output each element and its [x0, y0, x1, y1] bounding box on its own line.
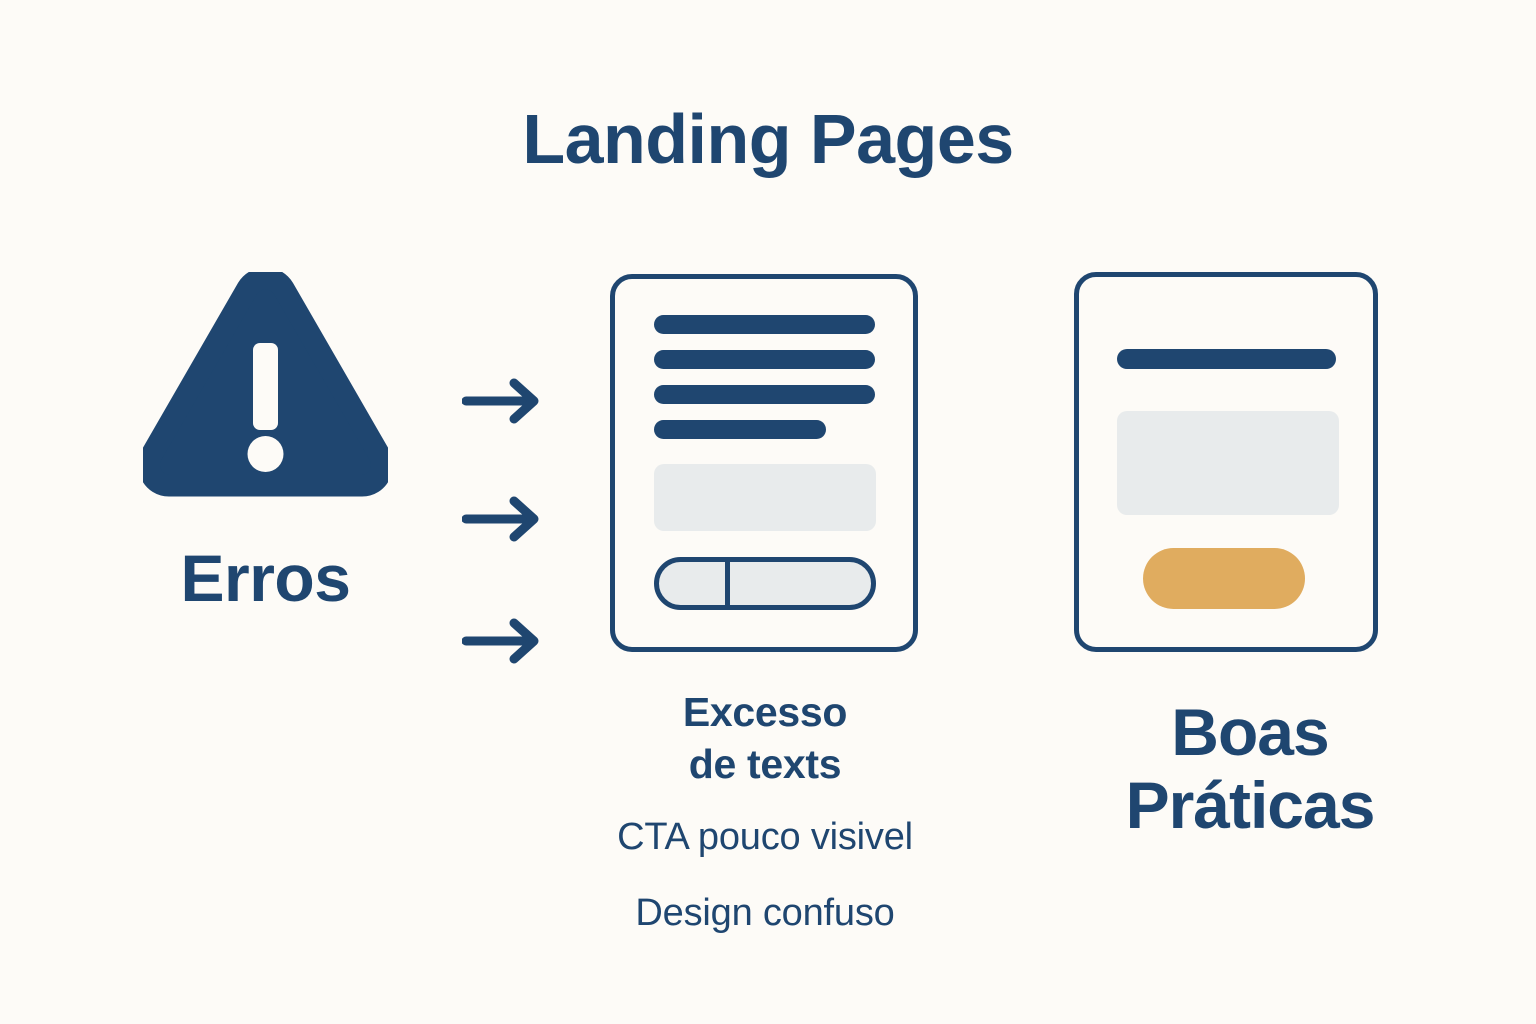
headline-bar — [1117, 349, 1336, 369]
errors-label: Erros — [180, 541, 351, 615]
content-placeholder-block — [1117, 411, 1339, 515]
bad-landing-page-mockup — [610, 274, 918, 652]
cta-segment-right[interactable] — [730, 562, 871, 605]
arrow-right-3-icon — [462, 618, 539, 664]
bad-example-issue-list: CTA pouco visivel Design confuso — [530, 818, 1000, 932]
content-placeholder-block — [654, 464, 876, 531]
bad-caption-line-1: Excesso — [682, 689, 848, 735]
text-bar — [654, 315, 875, 334]
good-caption-line-1: Boas — [1171, 695, 1329, 769]
issue-item-cta: CTA pouco visivel — [617, 816, 913, 858]
warning-triangle-icon — [143, 272, 388, 497]
text-bar — [654, 385, 875, 404]
text-bar — [654, 420, 826, 439]
arrow-right-2-icon — [462, 496, 539, 542]
text-bar — [654, 350, 875, 369]
page-title: Landing Pages — [522, 100, 1014, 178]
good-example-caption: Boas Práticas — [1040, 696, 1460, 841]
arrow-right-1-icon — [462, 378, 539, 424]
errors-section: Erros — [118, 272, 413, 611]
bad-example-caption: Excesso de texts — [560, 686, 970, 791]
good-caption-line-2: Práticas — [1125, 767, 1376, 842]
cta-segment-left[interactable] — [659, 562, 731, 605]
good-landing-page-mockup — [1074, 272, 1378, 652]
issue-item-design: Design confuso — [635, 892, 895, 934]
bad-caption-line-2: de texts — [688, 741, 842, 788]
prominent-cta-button[interactable] — [1143, 548, 1305, 609]
split-low-contrast-cta[interactable] — [654, 557, 876, 610]
